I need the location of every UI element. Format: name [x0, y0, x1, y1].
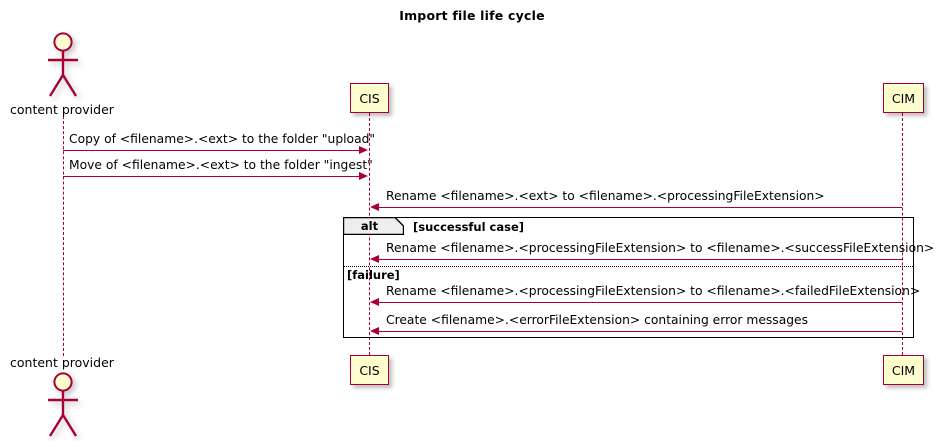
actor-label-top: content provider — [10, 102, 114, 117]
alt-fragment-tab: alt — [343, 217, 404, 235]
message-line-m3 — [379, 207, 902, 208]
message-label-m5: Rename <filename>.<processingFileExtensi… — [386, 284, 921, 298]
message-line-m2 — [63, 176, 360, 177]
actor-stick-figure-icon — [48, 32, 78, 97]
actor-content-provider-top — [40, 32, 86, 98]
message-line-m1 — [63, 150, 360, 151]
message-arrowhead-m2 — [359, 171, 368, 180]
alt-fragment-frame — [343, 217, 914, 338]
participant-box-cim-top[interactable]: CIM — [883, 83, 924, 113]
actor-stick-figure-icon — [48, 372, 78, 437]
message-line-m5 — [379, 302, 902, 303]
participant-box-cim-bottom[interactable]: CIM — [883, 355, 924, 385]
message-label-m2: Move of <filename>.<ext> to the folder "… — [69, 158, 373, 172]
alt-else-divider — [344, 266, 913, 267]
message-arrowhead-m6 — [370, 326, 379, 335]
message-line-m4 — [379, 259, 902, 260]
message-label-m1: Copy of <filename>.<ext> to the folder "… — [69, 132, 376, 146]
participant-box-cis-bottom[interactable]: CIS — [350, 355, 389, 385]
participant-box-cis-top[interactable]: CIS — [350, 83, 389, 113]
message-arrowhead-m1 — [359, 145, 368, 154]
alt-condition-primary: [successful case] — [413, 220, 525, 234]
alt-operator-label: alt — [360, 219, 379, 233]
lifeline-actor — [63, 116, 64, 356]
message-arrowhead-m5 — [370, 297, 379, 306]
alt-condition-else: [failure] — [347, 268, 400, 282]
message-label-m4: Rename <filename>.<processingFileExtensi… — [386, 241, 935, 255]
message-label-m6: Create <filename>.<errorFileExtension> c… — [386, 313, 809, 327]
actor-label-bottom: content provider — [10, 355, 114, 370]
message-line-m6 — [379, 331, 902, 332]
message-arrowhead-m4 — [370, 254, 379, 263]
actor-content-provider-bottom — [40, 372, 86, 438]
lifeline-cim — [902, 113, 903, 355]
alt-tab-shape-icon — [343, 217, 404, 235]
diagram-title: Import file life cycle — [399, 8, 545, 23]
message-label-m3: Rename <filename>.<ext> to <filename>.<p… — [386, 189, 825, 203]
message-arrowhead-m3 — [370, 202, 379, 211]
